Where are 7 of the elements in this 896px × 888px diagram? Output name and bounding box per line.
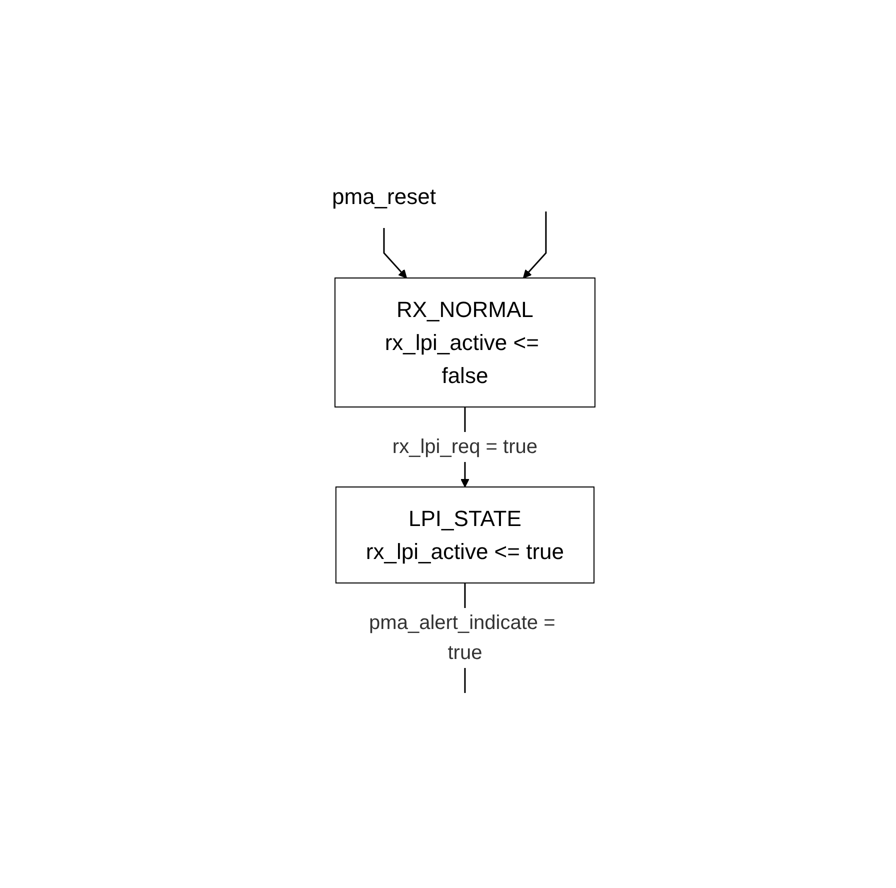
node-box: RX_NORMAL rx_lpi_active <= false [334,278,595,408]
node-box: LPI_STATE rx_lpi_active <= true [334,486,594,584]
edge-label: rx_lpi_req = true [392,436,538,458]
node-text: pma_reset [332,184,436,210]
arrow [522,212,546,278]
arrow [382,228,406,278]
edge-label: pma_alert_indicate = true [368,612,555,664]
